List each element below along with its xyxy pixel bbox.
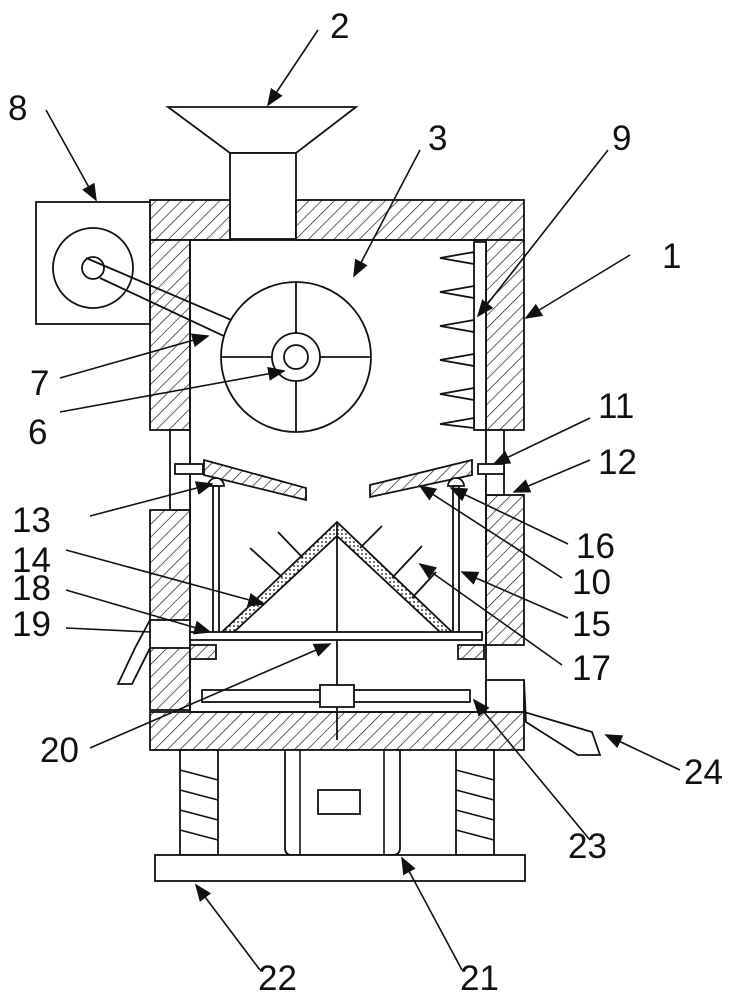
label-13: 13 bbox=[12, 501, 51, 540]
label-1: 1 bbox=[662, 237, 681, 276]
base-assembly bbox=[154, 749, 526, 882]
label-20: 20 bbox=[40, 731, 79, 770]
label-21: 21 bbox=[460, 959, 499, 998]
label-10: 10 bbox=[572, 563, 611, 602]
scraper-assembly bbox=[201, 679, 602, 756]
label-14: 14 bbox=[12, 541, 51, 580]
teeth-plate bbox=[439, 241, 487, 431]
label-24: 24 bbox=[684, 753, 723, 792]
side-guides bbox=[169, 429, 505, 511]
label-9: 9 bbox=[612, 119, 631, 158]
leader-lines bbox=[45, 29, 681, 971]
crusher-wheel bbox=[220, 281, 372, 433]
label-7: 7 bbox=[30, 364, 49, 403]
label-8: 8 bbox=[8, 89, 27, 128]
label-23: 23 bbox=[568, 827, 607, 866]
inclined-baffles bbox=[203, 458, 473, 635]
label-2: 2 bbox=[330, 7, 349, 46]
label-18: 18 bbox=[12, 569, 51, 608]
feed-hopper bbox=[165, 106, 359, 240]
label-3: 3 bbox=[428, 119, 447, 158]
label-11: 11 bbox=[598, 387, 634, 426]
label-12: 12 bbox=[598, 443, 637, 482]
label-6: 6 bbox=[28, 413, 47, 452]
label-17: 17 bbox=[572, 649, 611, 688]
part-labels: 2 8 3 9 1 7 6 11 12 13 16 14 10 18 19 15… bbox=[8, 7, 723, 998]
label-19: 19 bbox=[12, 605, 51, 644]
drive-motor bbox=[35, 201, 293, 369]
label-22: 22 bbox=[258, 959, 297, 998]
label-15: 15 bbox=[572, 605, 611, 644]
label-16: 16 bbox=[576, 527, 615, 566]
screen-support bbox=[116, 619, 485, 685]
